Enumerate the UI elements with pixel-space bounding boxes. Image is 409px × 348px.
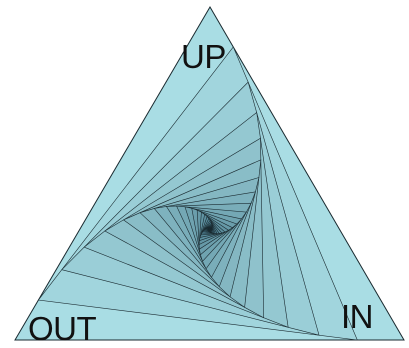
label-in: IN: [341, 298, 374, 335]
label-out: OUT: [28, 310, 97, 347]
spiral-triangle: [208, 227, 211, 230]
label-up: UP: [181, 38, 226, 75]
spiral-triangles: [14, 6, 405, 341]
